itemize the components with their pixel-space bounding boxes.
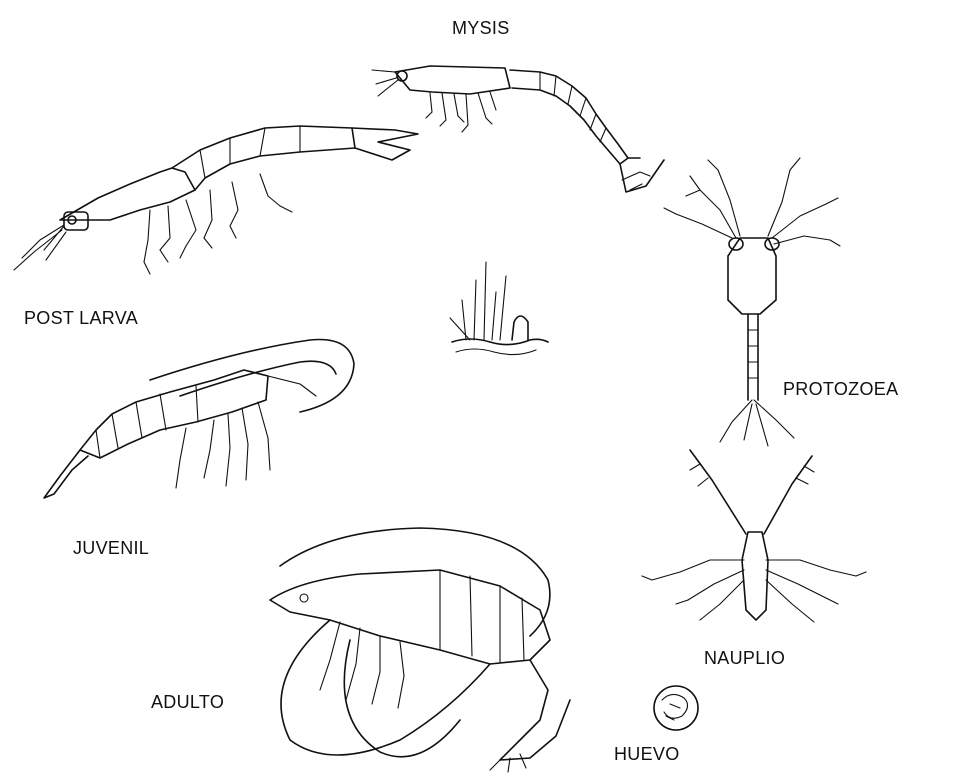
mysis-label: MYSIS	[452, 18, 510, 39]
juvenil-label: JUVENIL	[73, 538, 149, 559]
protozoea-drawing	[664, 158, 840, 446]
nauplio-label: NAUPLIO	[704, 648, 785, 669]
huevo-label: HUEVO	[614, 744, 680, 765]
juvenil-drawing	[44, 340, 354, 499]
protozoea-label: PROTOZOEA	[783, 379, 898, 400]
huevo-drawing	[654, 686, 698, 730]
post-larva-drawing	[14, 126, 418, 274]
post-larva-label: POST LARVA	[24, 308, 138, 329]
mysis-drawing	[372, 66, 664, 192]
adulto-drawing	[270, 528, 570, 772]
seaweed-drawing	[450, 262, 548, 355]
adulto-label: ADULTO	[151, 692, 224, 713]
nauplio-drawing	[642, 450, 866, 622]
